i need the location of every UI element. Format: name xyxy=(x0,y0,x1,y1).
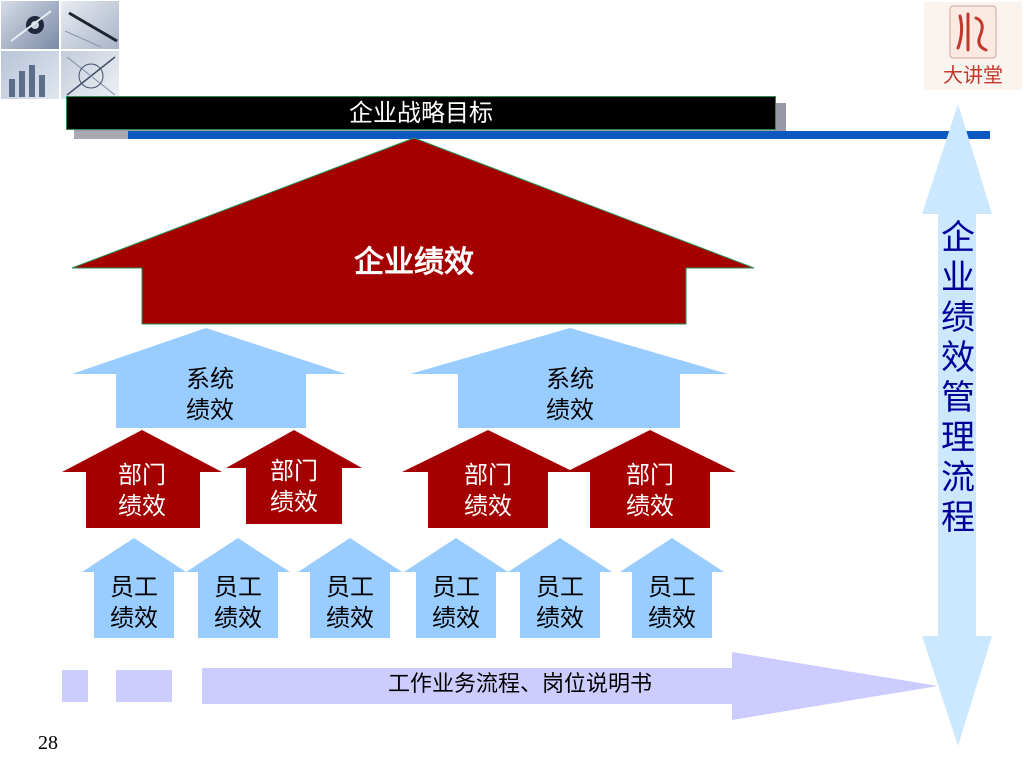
employee-performance-arrow-4 xyxy=(404,538,508,638)
title-rule-gray xyxy=(74,131,130,139)
process-block-1 xyxy=(62,670,88,702)
brand-logo: 大讲堂 xyxy=(924,2,1022,90)
employee-performance-arrow-2 xyxy=(186,538,290,638)
department-performance-arrow-2 xyxy=(226,430,362,524)
employee-performance-arrow-6 xyxy=(620,538,724,638)
process-block-2 xyxy=(116,670,172,702)
photo-compass-thumbnail xyxy=(0,0,60,50)
system-performance-label-2: 系统 绩效 xyxy=(546,365,594,425)
employee-performance-label-1: 员工 绩效 xyxy=(110,573,158,633)
department-performance-label-4: 部门 绩效 xyxy=(626,461,674,521)
department-performance-arrow-4 xyxy=(566,430,736,528)
employee-performance-label-5: 员工 绩效 xyxy=(536,573,584,633)
photo-pen-thumbnail xyxy=(60,0,120,50)
page-number: 28 xyxy=(38,732,58,754)
employee-performance-arrow-3 xyxy=(298,538,402,638)
department-performance-label-2: 部门 绩效 xyxy=(270,457,318,517)
employee-performance-label-2: 员工 绩效 xyxy=(214,573,262,633)
department-performance-label-3: 部门 绩效 xyxy=(464,461,512,521)
system-performance-arrow-1 xyxy=(72,328,346,428)
logo-text: 大讲堂 xyxy=(943,63,1003,87)
employee-performance-arrow-1 xyxy=(82,538,186,638)
vertical-process-label: 企 业 绩 效 管 理 流 程 xyxy=(941,218,975,538)
process-foundation-arrow xyxy=(202,652,938,720)
header-photo-collage xyxy=(0,0,120,100)
process-foundation-label: 工作业务流程、岗位说明书 xyxy=(387,672,652,697)
employee-performance-label-3: 员工 绩效 xyxy=(326,573,374,633)
enterprise-performance-label: 企业绩效 xyxy=(354,245,474,280)
employee-performance-arrow-5 xyxy=(508,538,612,638)
system-performance-label-1: 系统 绩效 xyxy=(186,365,234,425)
vertical-double-arrow xyxy=(922,104,992,746)
employee-performance-label-6: 员工 绩效 xyxy=(648,573,696,633)
enterprise-performance-arrow xyxy=(71,137,755,325)
slide-title: 企业战略目标 xyxy=(66,96,776,130)
photo-chart-thumbnail xyxy=(0,50,60,100)
employee-performance-label-4: 员工 绩效 xyxy=(432,573,480,633)
title-rule-blue xyxy=(128,131,990,139)
department-performance-label-1: 部门 绩效 xyxy=(118,461,166,521)
system-performance-arrow-2 xyxy=(410,328,728,428)
department-performance-arrow-3 xyxy=(402,430,574,528)
department-performance-arrow-1 xyxy=(62,430,222,528)
